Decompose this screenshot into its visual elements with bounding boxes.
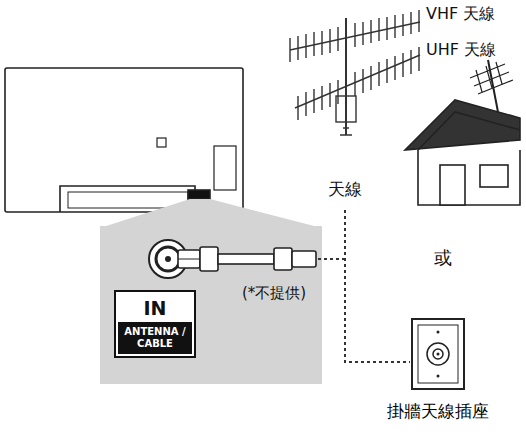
port-name: IN [118, 294, 192, 322]
or-label: 或 [432, 246, 454, 270]
antenna-label: UHF 天線 [424, 40, 498, 61]
house [405, 60, 520, 205]
antenna-label: 天線 [326, 178, 364, 201]
tv-rear [5, 68, 243, 212]
dotted-lines [318, 210, 410, 362]
note-label: (*不提供) [240, 284, 308, 303]
port-label-box: INANTENNA / CABLE [114, 290, 196, 358]
outlet-plate [411, 318, 465, 390]
coax-cable [178, 247, 316, 271]
zoom-panel [100, 226, 322, 384]
antenna [290, 10, 420, 135]
wall-outlet: 掛牆天線插座 [387, 318, 489, 423]
antenna-label: VHF 天線 [424, 4, 497, 25]
port-caption: ANTENNA / CABLE [118, 322, 192, 354]
outlet-heading: 掛牆天線插座 [387, 400, 489, 423]
outlet-socket [413, 320, 463, 388]
zoom-beam [100, 199, 322, 228]
